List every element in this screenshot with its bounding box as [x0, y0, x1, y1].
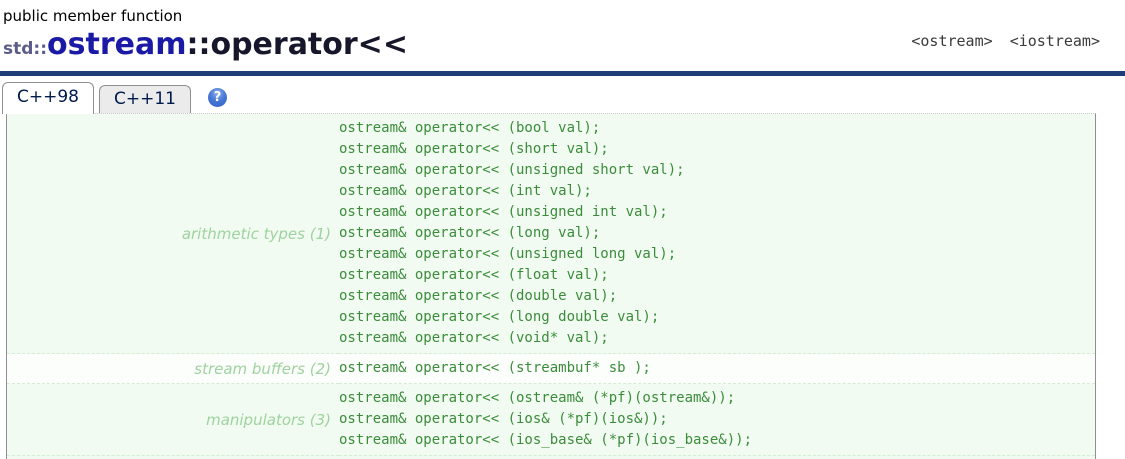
tab-cpp11[interactable]: C++11 — [99, 85, 191, 113]
code-line: ostream& operator<< (float val); — [339, 267, 609, 283]
header-link-iostream[interactable]: <iostream> — [1009, 32, 1100, 50]
code-line: ostream& operator<< (ostream& (*pf)(ostr… — [339, 390, 736, 406]
group-label: manipulators (3) — [7, 383, 339, 456]
code-line: ostream& operator<< (ios_base& (*pf)(ios… — [339, 432, 753, 448]
group-code: ostream& operator<< (bool val); ostream&… — [339, 114, 1095, 354]
declaration-group-arithmetic: arithmetic types (1) ostream& operator<<… — [7, 114, 1095, 354]
code-line: ostream& operator<< (ios& (*pf)(ios&)); — [339, 411, 668, 427]
header-links: <ostream> <iostream> — [903, 32, 1100, 50]
code-line: ostream& operator<< (short val); — [339, 141, 609, 157]
group-label: arithmetic types (1) — [181, 224, 331, 243]
declarations-panel: arithmetic types (1) ostream& operator<<… — [6, 113, 1096, 459]
title-class-name[interactable]: ostream — [47, 27, 187, 62]
title-row: std::ostream::operator<< <ostream> <iost… — [3, 26, 1125, 66]
code-line: ostream& operator<< (long double val); — [339, 309, 660, 325]
header-link-ostream[interactable]: <ostream> — [911, 32, 993, 50]
help-icon[interactable]: ? — [208, 88, 227, 107]
group-code: ostream& operator<< (ostream& (*pf)(ostr… — [339, 383, 1095, 456]
code-line: ostream& operator<< (void* val); — [339, 330, 609, 346]
page-title: std::ostream::operator<< — [3, 26, 1125, 68]
code-line: ostream& operator<< (streambuf* sb ); — [339, 360, 651, 376]
declarations-table: arithmetic types (1) ostream& operator<<… — [7, 114, 1095, 456]
code-line: ostream& operator<< (bool val); — [339, 120, 601, 136]
title-namespace: std:: — [3, 39, 48, 59]
version-tabs: C++98 C++11 ? — [2, 81, 1125, 114]
code-line: ostream& operator<< (long val); — [339, 225, 601, 241]
code-line: ostream& operator<< (unsigned int val); — [339, 204, 668, 220]
code-line: ostream& operator<< (unsigned short val)… — [339, 162, 685, 178]
group-label: stream buffers (2) — [7, 353, 339, 384]
declaration-group-stream-buffers: stream buffers (2) ostream& operator<< (… — [7, 353, 1095, 384]
title-member-name: ::operator<< — [186, 27, 408, 62]
group-code: ostream& operator<< (streambuf* sb ); — [339, 353, 1095, 384]
tab-cpp98[interactable]: C++98 — [2, 82, 94, 114]
code-line: ostream& operator<< (int val); — [339, 183, 592, 199]
code-line: ostream& operator<< (double val); — [339, 288, 618, 304]
declaration-group-manipulators: manipulators (3) ostream& operator<< (os… — [7, 383, 1095, 456]
code-line: ostream& operator<< (unsigned long val); — [339, 246, 677, 262]
title-divider — [0, 71, 1125, 76]
member-kind-label: public member function — [3, 7, 183, 25]
